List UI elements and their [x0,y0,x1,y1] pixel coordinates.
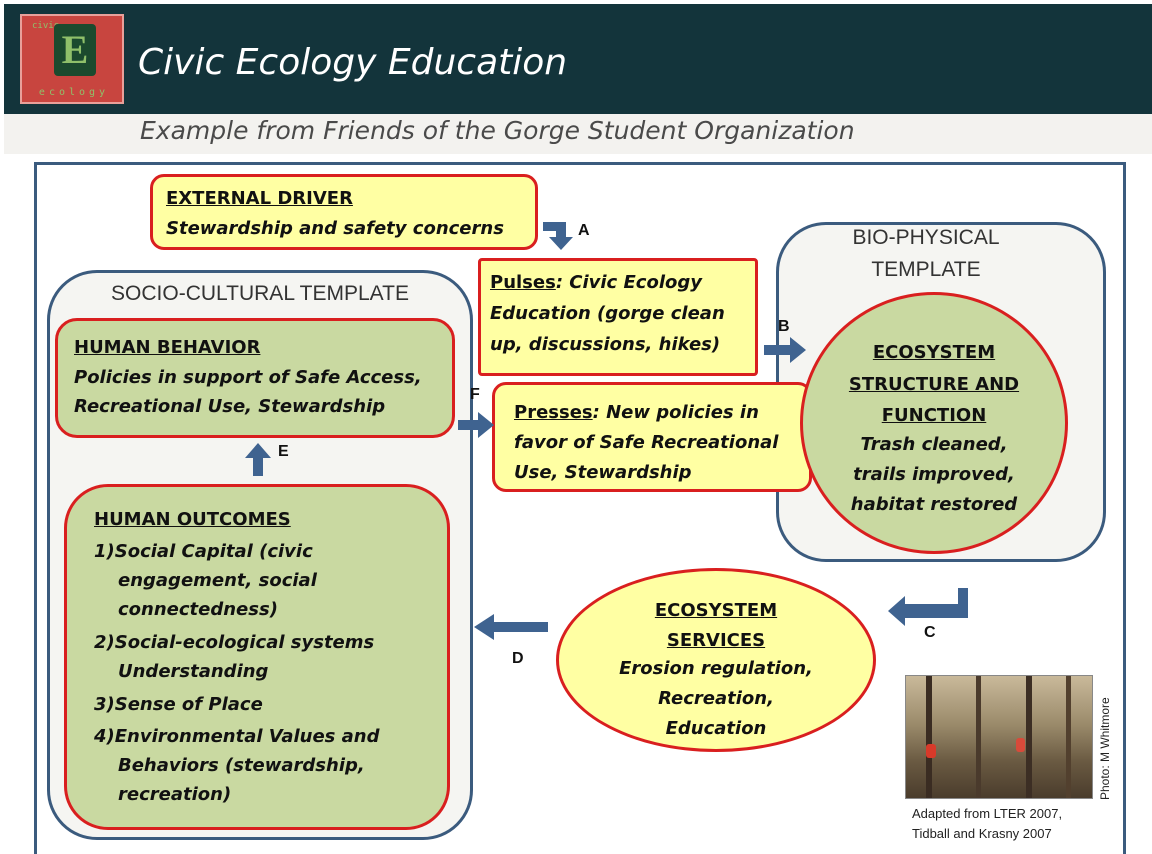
arrow-c [888,588,968,626]
arrow-label-e: E [278,443,289,460]
ecosystem-structure-line-1: Trash cleaned, [860,434,1008,455]
human-behavior-heading: HUMAN BEHAVIOR [74,337,261,358]
ecosystem-structure-line-2: trails improved, [853,464,1015,485]
human-outcomes-box [64,484,450,830]
arrow-e [245,443,271,476]
gorge-photo [905,675,1093,799]
human-outcomes-heading: HUMAN OUTCOMES [94,509,291,530]
socio-cultural-template-label: SOCIO-CULTURAL TEMPLATE [111,282,409,305]
pulses-line-2: Education (gorge clean [490,303,725,324]
source-note-line-1: Adapted from LTER 2007, [912,806,1063,821]
ecosystem-services-ellipse [556,568,876,752]
page-title: Civic Ecology Education [138,42,568,83]
photo-person-2 [1016,738,1025,752]
arrow-label-d: D [512,650,524,667]
ecosystem-structure-circle [800,292,1068,554]
human-outcomes-line-1: 1)Social Capital (civic [94,541,313,562]
pulses-line-3: up, discussions, hikes) [490,334,721,355]
external-driver-box [150,174,538,250]
source-note-line-2: Tidball and Krasny 2007 [912,826,1052,841]
subtitle-band [4,114,1152,154]
human-behavior-line-2: Recreational Use, Stewardship [74,396,386,417]
source-note: Adapted from LTER 2007, Tidball and Kras… [912,804,1062,844]
logo-letter: E [54,24,96,76]
ecosystem-structure-heading-1: ECOSYSTEM [872,342,996,363]
external-driver-heading: EXTERNAL DRIVER [166,188,353,209]
arrow-label-f: F [470,386,480,403]
pulses-box [478,258,758,376]
bio-physical-template-label-line1: BIO-PHYSICAL [852,226,1000,249]
bio-physical-template-label-line2: TEMPLATE [871,258,981,281]
page-subtitle: Example from Friends of the Gorge Studen… [140,116,855,145]
title-bar [4,4,1152,114]
civic-ecology-logo: civic E ecology [20,14,124,104]
photo-credit: Photo: M Whitmore [1098,697,1112,800]
ecosystem-services-heading-2: SERVICES [666,630,766,651]
pulses-heading: Pulses [490,272,556,293]
presses-box [492,382,812,492]
human-outcomes-line-8: Behaviors (stewardship, [118,755,365,776]
arrow-d [474,614,548,640]
arrow-f [458,412,494,438]
human-behavior-box [55,318,455,438]
human-outcomes-line-2: engagement, social [118,570,317,591]
presses-heading: Presses [514,402,593,423]
ecosystem-services-line-2: Recreation, [658,688,774,709]
ecosystem-services-line-1: Erosion regulation, [619,658,813,679]
presses-line-1: Presses: New policies in [514,400,759,426]
ecosystem-structure-heading-3: FUNCTION [881,405,987,426]
arrow-b [764,337,806,363]
pulses-line-1: Pulses: Civic Ecology [490,270,702,296]
pulses-text-1: : Civic Ecology [555,272,702,293]
human-outcomes-line-7: 4)Environmental Values and [94,726,380,747]
presses-line-2: favor of Safe Recreational [514,432,779,453]
human-behavior-line-1: Policies in support of Safe Access, [74,367,422,388]
presses-text-1: : New policies in [592,402,759,423]
human-outcomes-line-5: Understanding [118,661,269,682]
external-driver-text: Stewardship and safety concerns [166,218,504,239]
ecosystem-services-heading-1: ECOSYSTEM [654,600,778,621]
arrow-label-a: A [578,222,590,239]
ecosystem-services-line-3: Education [665,718,767,739]
ecosystem-structure-line-3: habitat restored [850,494,1018,515]
human-outcomes-line-4: 2)Social-ecological systems [94,632,375,653]
arrow-label-c: C [924,624,936,641]
human-outcomes-line-3: connectedness) [118,599,278,620]
arrow-a [543,222,573,250]
human-outcomes-line-6: 3)Sense of Place [94,694,263,715]
ecosystem-structure-heading-2: STRUCTURE AND [848,374,1020,395]
arrow-label-b: B [778,318,790,335]
presses-line-3: Use, Stewardship [514,462,692,483]
photo-person-1 [926,744,936,758]
human-outcomes-line-9: recreation) [118,784,232,805]
logo-word: ecology [38,87,110,98]
